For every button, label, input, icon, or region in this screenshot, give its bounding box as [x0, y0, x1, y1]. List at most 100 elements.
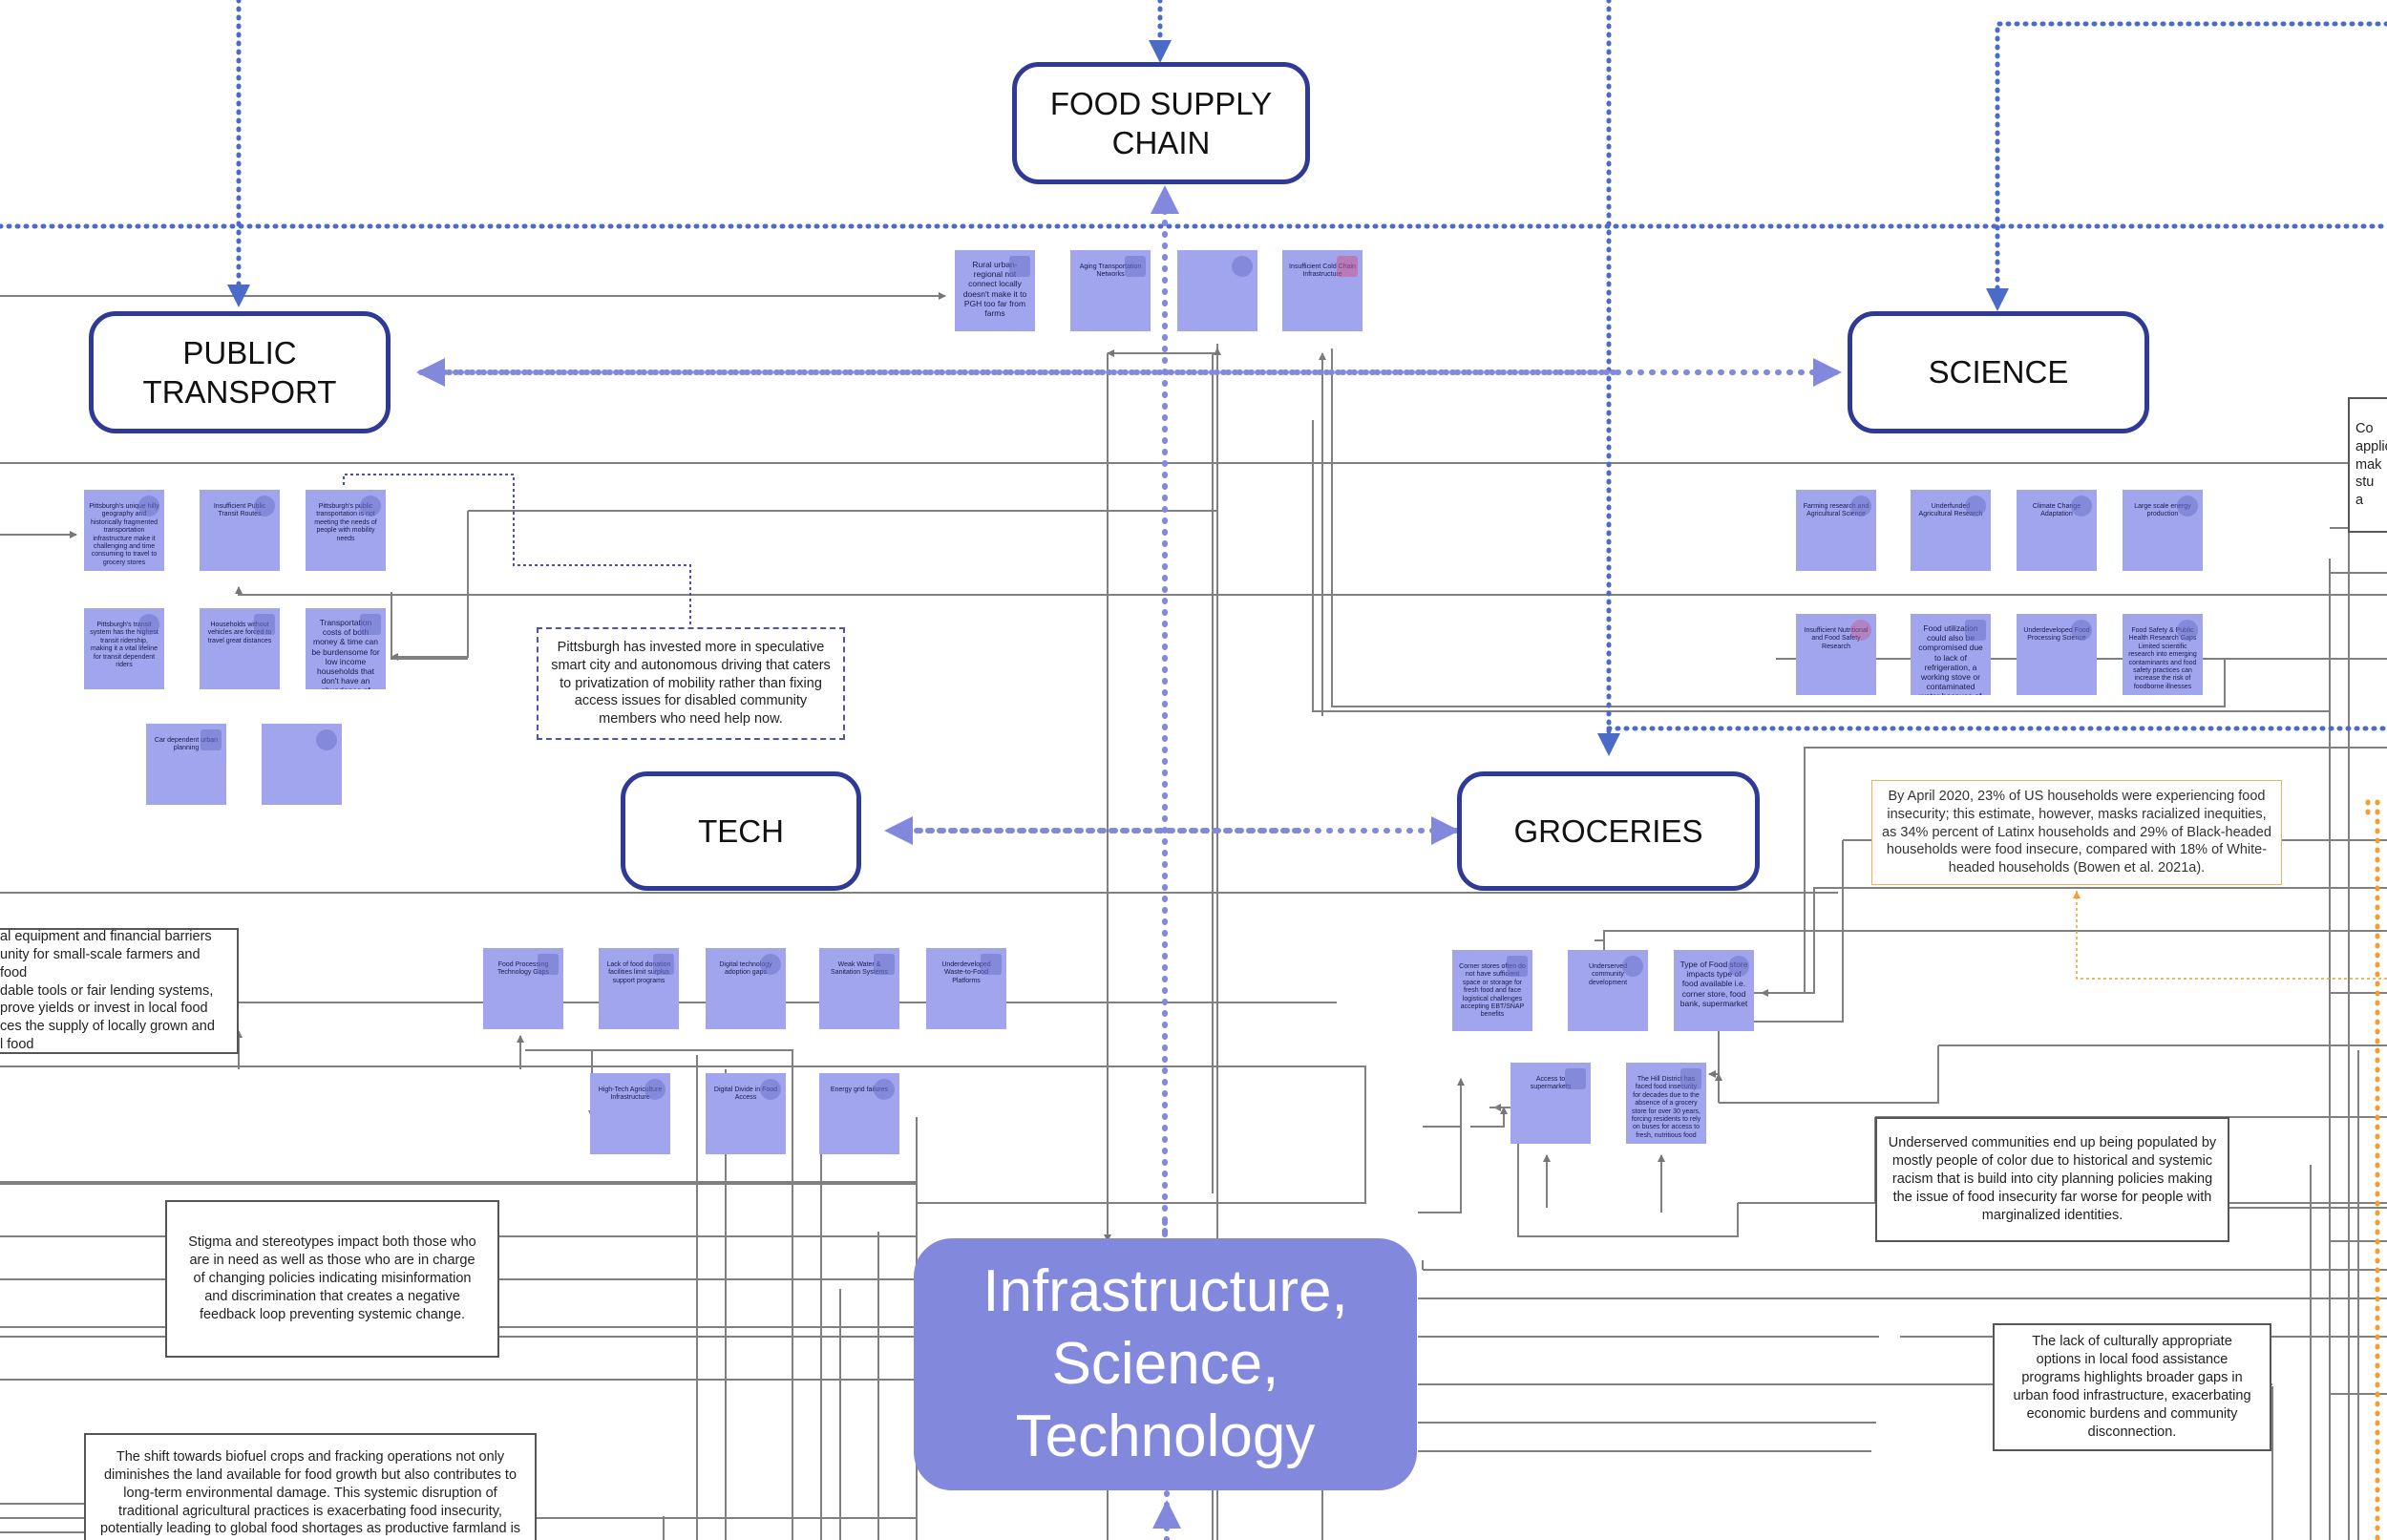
car-icon — [254, 614, 275, 635]
sticky-tech-water-sanitation[interactable]: Weak Water & Sanitation Systems — [819, 948, 899, 1029]
sticky-text: Pittsburgh's transit system has the high… — [90, 622, 158, 668]
sticky-fsc-rural-urban[interactable]: Rural urban-regional not connect locally… — [955, 250, 1035, 331]
globe-icon — [1232, 256, 1253, 277]
sticky-text: Corner stores often do not have sufficie… — [1459, 963, 1526, 1019]
sticky-text: Climate Change Adaptation — [2032, 503, 2081, 518]
store-icon — [1565, 1068, 1586, 1089]
sticky-pt-ridership[interactable]: Pittsburgh's transit system has the high… — [84, 608, 164, 689]
truck-icon — [1009, 256, 1030, 277]
sticky-tech-food-processing[interactable]: Food Processing Technology Gaps — [483, 948, 563, 1029]
road-icon — [1125, 256, 1146, 277]
sticky-text: Access to supermarkets — [1530, 1076, 1572, 1091]
sticky-gro-store-type[interactable]: Type of Food store impacts type of food … — [1674, 950, 1754, 1031]
sticky-text: Food utilization could also be compromis… — [1918, 623, 1983, 695]
bus-icon — [138, 614, 159, 635]
sticky-text: The Hill District has faced food insecur… — [1631, 1076, 1701, 1139]
sticky-gro-supermarket-access[interactable]: Access to supermarkets — [1510, 1063, 1591, 1144]
sticky-text: Food Processing Technology Gaps — [496, 961, 550, 977]
gear-icon — [254, 496, 275, 517]
orange-connectors — [2365, 799, 2380, 1540]
sticky-text: Farming research and Agricultural Scienc… — [1803, 503, 1869, 518]
water-icon — [874, 954, 895, 975]
sticky-text: Underdeveloped Food Processing Science — [2023, 627, 2090, 643]
sticky-fsc-aging-networks[interactable]: Aging Transportation Networks — [1070, 250, 1151, 331]
sticky-sci-nutrition-research[interactable]: Insufficient Nutritional and Food Safety… — [1796, 614, 1876, 695]
arrow-icon — [538, 954, 559, 975]
tech-node[interactable]: TECH — [621, 771, 861, 891]
mountain-icon — [138, 496, 159, 517]
science-node[interactable]: SCIENCE — [1848, 311, 2149, 433]
map-icon — [316, 729, 337, 750]
sticky-text: Weak Water & Sanitation Systems — [831, 961, 888, 977]
sticky-tech-digital-adoption[interactable]: Digital technology adoption gaps — [706, 948, 786, 1029]
bolt-icon — [874, 1079, 895, 1100]
sticky-pt-no-vehicles[interactable]: Households without vehicles are forced t… — [200, 608, 280, 689]
wallet-icon — [360, 614, 381, 635]
sticky-pt-transit-routes[interactable]: Insufficient Public Transit Routes — [200, 490, 280, 571]
sticky-pt-hilly-geography[interactable]: Pittsburgh's unique hilly geography and … — [84, 490, 164, 571]
orange-thin-connector — [2076, 888, 2387, 980]
sticky-text: Insufficient Public Transit Routes — [213, 503, 266, 518]
sticky-text: Aging Transportation Networks — [1079, 264, 1142, 279]
dotted-pittsburgh-link — [343, 474, 691, 630]
note-pittsburgh-smart-city: Pittsburgh has invested more in speculat… — [537, 627, 845, 740]
sticky-gro-hill-district[interactable]: The Hill District has faced food insecur… — [1626, 1063, 1706, 1144]
note-underserved-communities: Underserved communities end up being pop… — [1875, 1117, 2229, 1242]
sticky-fsc-3[interactable] — [1177, 250, 1257, 331]
sticky-tech-digital-divide[interactable]: Digital Divide in Food Access — [706, 1073, 786, 1154]
sticky-tech-waste-to-food[interactable]: Underdeveloped Waste-to-Food Platforms — [926, 948, 1006, 1029]
sticky-text: Digital technology adoption gaps — [719, 961, 772, 977]
plant-icon — [1850, 496, 1871, 517]
note-april-2020-food-insecurity: By April 2020, 23% of US households were… — [1871, 780, 2282, 885]
sticky-text: Digital Divide in Food Access — [713, 1086, 778, 1102]
sticky-text: Pittsburgh's public transportation is no… — [314, 503, 377, 542]
store-icon — [1507, 956, 1528, 977]
sticky-sci-underfunded-research[interactable]: Underfunded Agricultural Research — [1911, 490, 1991, 571]
globe-icon — [2071, 496, 2092, 517]
sticky-sci-food-processing-science[interactable]: Underdeveloped Food Processing Science — [2017, 614, 2097, 695]
letter-b-icon — [981, 954, 1002, 975]
sticky-pt-transport-costs[interactable]: Transportation costs of both money & tim… — [306, 608, 386, 689]
sticky-text: Households without vehicles are forced t… — [207, 622, 272, 644]
sticky-text: Food Safety & Public Health Research Gap… — [2128, 627, 2197, 690]
sticky-text: Underdeveloped Waste-to-Food Platforms — [941, 961, 991, 984]
plant-icon — [644, 1079, 665, 1100]
sticky-gro-underserved-development[interactable]: Underserved community development — [1568, 950, 1648, 1031]
sticky-text: Transportation costs of both money & tim… — [311, 618, 380, 689]
sticky-tech-energy-grid[interactable]: Energy grid failures — [819, 1073, 899, 1154]
sticky-sci-energy-production[interactable]: Large scale energy production — [2123, 490, 2203, 571]
sticky-gro-corner-stores[interactable]: Corner stores often do not have sufficie… — [1452, 950, 1532, 1031]
bolt-icon — [2177, 496, 2198, 517]
apple-icon — [1850, 620, 1871, 641]
sticky-pt-car-dependent[interactable]: Car dependent urban planning — [146, 724, 226, 805]
food-supply-chain-node[interactable]: FOOD SUPPLY CHAIN — [1012, 62, 1310, 184]
note-biofuel-fracking: The shift towards biofuel crops and frac… — [84, 1433, 537, 1540]
sticky-sci-climate-adaptation[interactable]: Climate Change Adaptation — [2017, 490, 2097, 571]
shield-icon — [2177, 620, 2198, 641]
sticky-text: Underfunded Agricultural Research — [1918, 503, 1983, 518]
sticky-pt-8[interactable] — [262, 724, 342, 805]
sticky-sci-food-utilization[interactable]: Food utilization could also be compromis… — [1911, 614, 1991, 695]
orange-arrowhead — [2073, 891, 2081, 898]
sticky-text: Insufficient Nutritional and Food Safety… — [1804, 627, 1869, 650]
sticky-fsc-cold-chain[interactable]: Insufficient Cold Chain Infrastructure — [1282, 250, 1362, 331]
sticky-text: Underserved community development — [1588, 963, 1628, 986]
sticky-tech-donation-facilities[interactable]: Lack of food donation facilities limit s… — [599, 948, 679, 1029]
bus-icon — [1680, 1068, 1701, 1089]
fridge-icon — [1965, 620, 1986, 641]
gear-icon — [360, 496, 381, 517]
sticky-tech-high-tech-agriculture[interactable]: High-Tech Agriculture Infrastructure — [590, 1073, 670, 1154]
gear-icon — [2071, 620, 2092, 641]
public-transport-node[interactable]: PUBLIC TRANSPORT — [89, 311, 391, 433]
arrow-icon — [653, 954, 674, 975]
groceries-node[interactable]: GROCERIES — [1457, 771, 1760, 891]
sticky-sci-food-safety[interactable]: Food Safety & Public Health Research Gap… — [2123, 614, 2203, 695]
snowflake-icon — [1337, 256, 1358, 277]
sticky-sci-farming-research[interactable]: Farming research and Agricultural Scienc… — [1796, 490, 1876, 571]
sticky-pt-mobility-needs[interactable]: Pittsburgh's public transportation is no… — [306, 490, 386, 571]
car-icon — [201, 729, 222, 750]
infrastructure-science-technology-hub[interactable]: Infrastructure, Science, Technology — [914, 1238, 1417, 1490]
note-stigma-stereotypes: Stigma and stereotypes impact both those… — [165, 1200, 499, 1358]
sticky-text: Pittsburgh's unique hilly geography and … — [89, 503, 159, 566]
